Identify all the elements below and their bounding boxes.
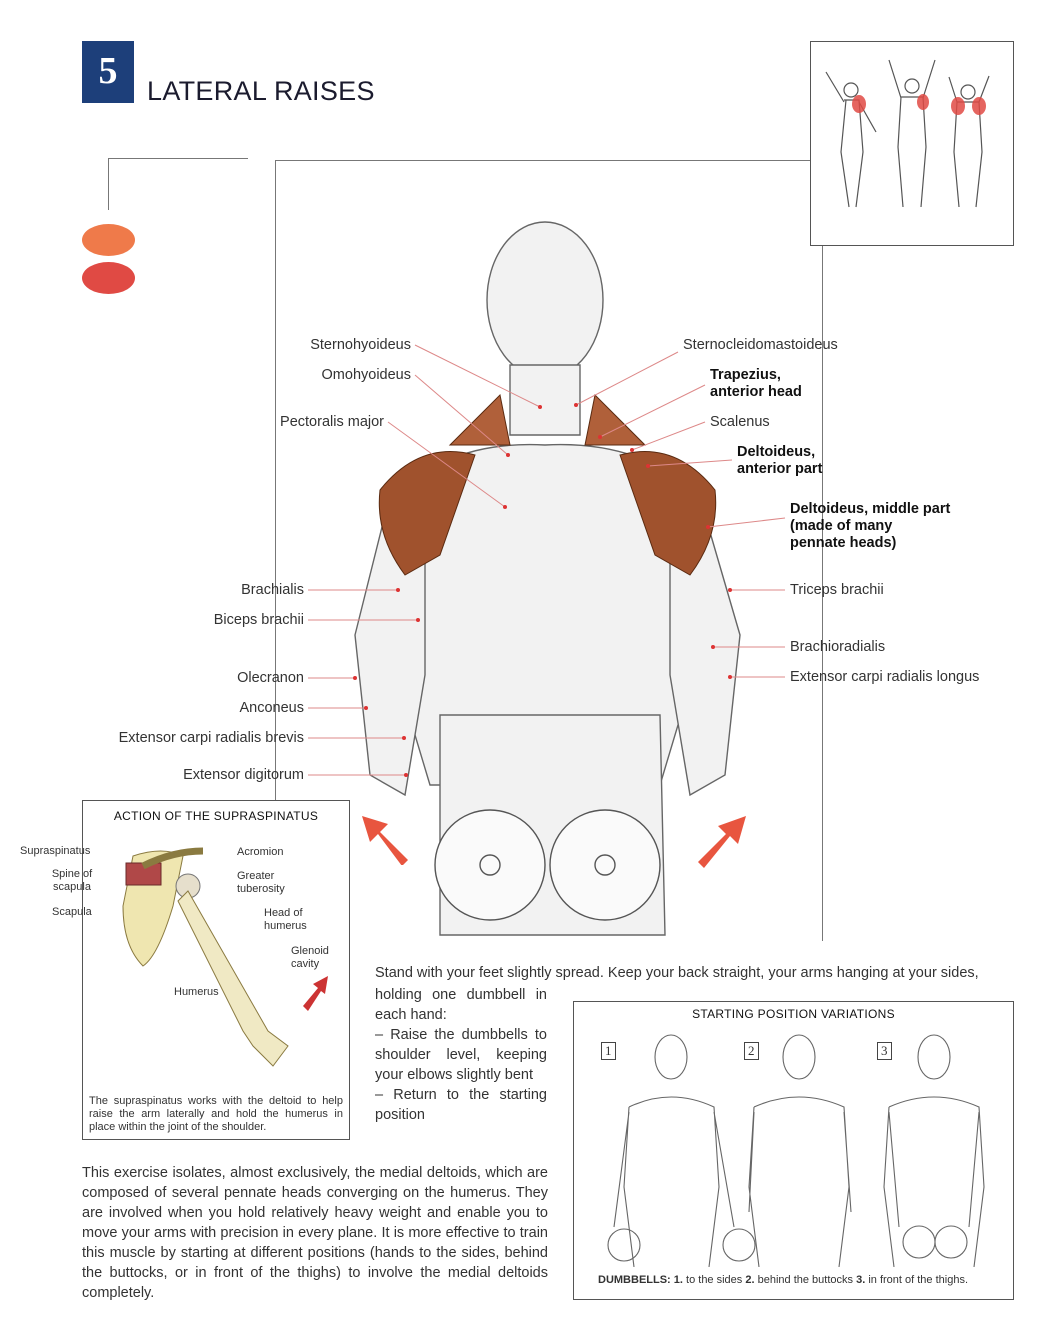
variation-marker-1: 1 [601,1042,616,1060]
label-deltoideus-anterior: Deltoideus, anterior part [737,444,823,477]
instructions-line1: Stand with your feet slightly spread. Ke… [375,965,979,981]
label-deltoideus-middle: Deltoideus, middle part (made of many pe… [790,501,951,551]
label-extensor-digitorum: Extensor digitorum [183,767,304,783]
raise-arrow-left [362,816,408,865]
variations-title: STARTING POSITION VARIATIONS [692,1007,895,1021]
variation-marker-3: 3 [877,1042,892,1060]
caption-text: to the sides [686,1274,743,1286]
muscle-map-thumbnail [810,41,1014,246]
label-omohyoideus: Omohyoideus [321,367,411,383]
primary-muscle-legend [82,224,135,256]
main-figure-frame [275,160,823,941]
label-trapezius: Trapezius, anterior head [710,367,802,400]
exercise-description: This exercise isolates, almost exclusive… [82,1165,548,1301]
supraspinatus-caption: The supraspinatus works with the deltoid… [89,1095,343,1133]
supraspinatus-title: ACTION OF THE SUPRASPINATUS [113,809,319,823]
divider [108,158,109,210]
label-sternocleidomastoideus: Sternocleidomastoideus [683,337,838,353]
variations-caption: DUMBBELLS: 1. to the sides 2. behind the… [598,1274,968,1286]
label-scalenus: Scalenus [710,414,770,430]
muscle-map-figures [825,59,990,208]
label-supraspinatus: Supraspinatus [20,845,91,857]
label-anconeus: Anconeus [239,700,305,716]
instructions-text: holding one dumbbell in each hand: – Rai… [375,985,547,1125]
instructions-step: – Return to the starting position [375,1087,547,1123]
label-head-of-humerus: Head of humerus [264,907,307,932]
shoulder-bone-illustration [122,847,328,1067]
caption-text: behind the buttocks [757,1274,854,1286]
supraspinatus-panel: ACTION OF THE SUPRASPINATUS Acromion Gre… [82,800,350,1140]
label-sternohyoideus: Sternohyoideus [310,337,411,353]
label-scapula: Scapula [52,906,92,918]
caption-label: DUMBBELLS: [598,1274,671,1286]
label-humerus: Humerus [174,986,219,998]
caption-num: 2. [745,1274,755,1286]
secondary-muscle-legend [82,262,135,294]
label-greater-tuberosity: Greater tuberosity [237,870,285,895]
anatomical-figure [354,221,741,936]
variation-figures [607,1034,985,1267]
variation-marker-2: 2 [744,1042,759,1060]
instructions-step: – Raise the dumbbells to shoulder level,… [375,1027,547,1083]
label-pectoralis-major: Pectoralis major [280,414,384,430]
caption-num: 3. [856,1274,866,1286]
label-spine-of-scapula: Spine of scapula [51,868,93,893]
label-olecranon: Olecranon [237,670,304,686]
caption-text: in front of the thighs. [868,1274,968,1286]
label-extensor-carpi-radialis-brevis: Extensor carpi radialis brevis [118,730,304,746]
leader-lines [308,344,786,777]
label-extensor-carpi-radialis-longus: Extensor carpi radialis longus [790,669,980,685]
exercise-number: 5 [82,41,134,103]
instructions-intro: holding one dumbbell in each hand: [375,987,547,1023]
starting-position-panel: STARTING POSITION VARIATIONS 1 2 3 DUMBB… [573,1001,1014,1300]
divider [108,158,248,159]
label-acromion: Acromion [237,846,284,858]
label-brachialis: Brachialis [241,582,304,598]
raise-arrow-right [698,816,746,868]
caption-num: 1. [673,1274,683,1286]
label-glenoid-cavity: Glenoid cavity [291,945,329,970]
label-brachioradialis: Brachioradialis [790,639,886,655]
page-title: LATERAL RAISES [147,76,375,106]
label-biceps-brachii: Biceps brachii [213,612,304,628]
label-triceps-brachii: Triceps brachii [790,582,884,598]
